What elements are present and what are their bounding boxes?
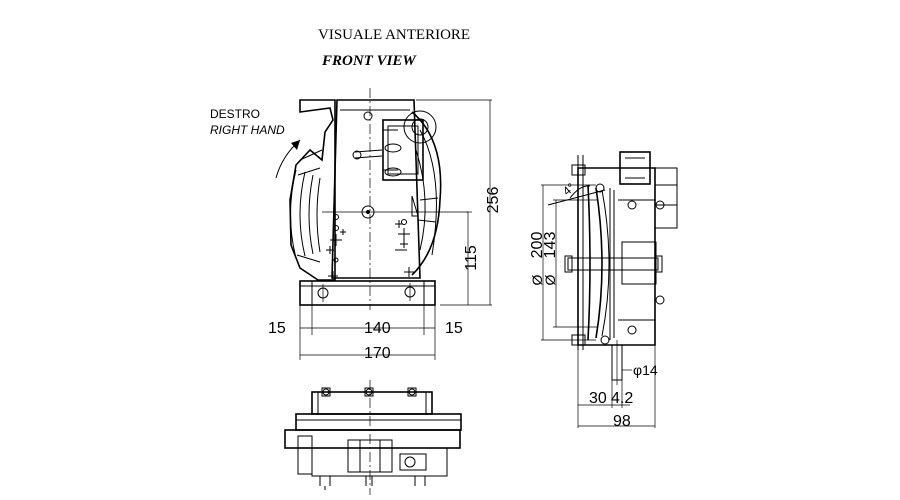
- dim-right-margin: 15: [445, 320, 463, 337]
- dim-left-margin: 15: [268, 320, 286, 337]
- dim-offset-b: 4.2: [611, 390, 633, 407]
- phi-pulley-symbol: Ø: [542, 274, 558, 285]
- dim-depth-total: 98: [613, 413, 631, 430]
- front-view: [289, 88, 492, 360]
- rotation-arrow-icon: [275, 139, 301, 179]
- dim-diameter-pulley: 143: [542, 232, 559, 259]
- angle-mark: 4°: [560, 180, 578, 198]
- plan-view: [284, 380, 462, 495]
- view-title-english: FRONT VIEW: [321, 53, 417, 69]
- hand-label-english: RIGHT HAND: [210, 123, 285, 137]
- dim-height-total: 256: [485, 187, 502, 214]
- hand-label-italian: DESTRO: [210, 107, 260, 121]
- dim-base-total: 170: [364, 345, 391, 362]
- dim-offset-a: 30: [589, 390, 607, 407]
- side-view: [541, 151, 678, 428]
- dim-height-axis: 115: [463, 245, 480, 271]
- plate-bolts: [326, 214, 414, 281]
- dim-base-center: 140: [364, 320, 391, 337]
- dim-shaft-diameter: φ14: [633, 362, 658, 378]
- dim-diameter-outer: 200: [529, 232, 546, 259]
- phi-outer-symbol: Ø: [529, 274, 545, 285]
- view-title-italian: VISUALE ANTERIORE: [318, 27, 470, 43]
